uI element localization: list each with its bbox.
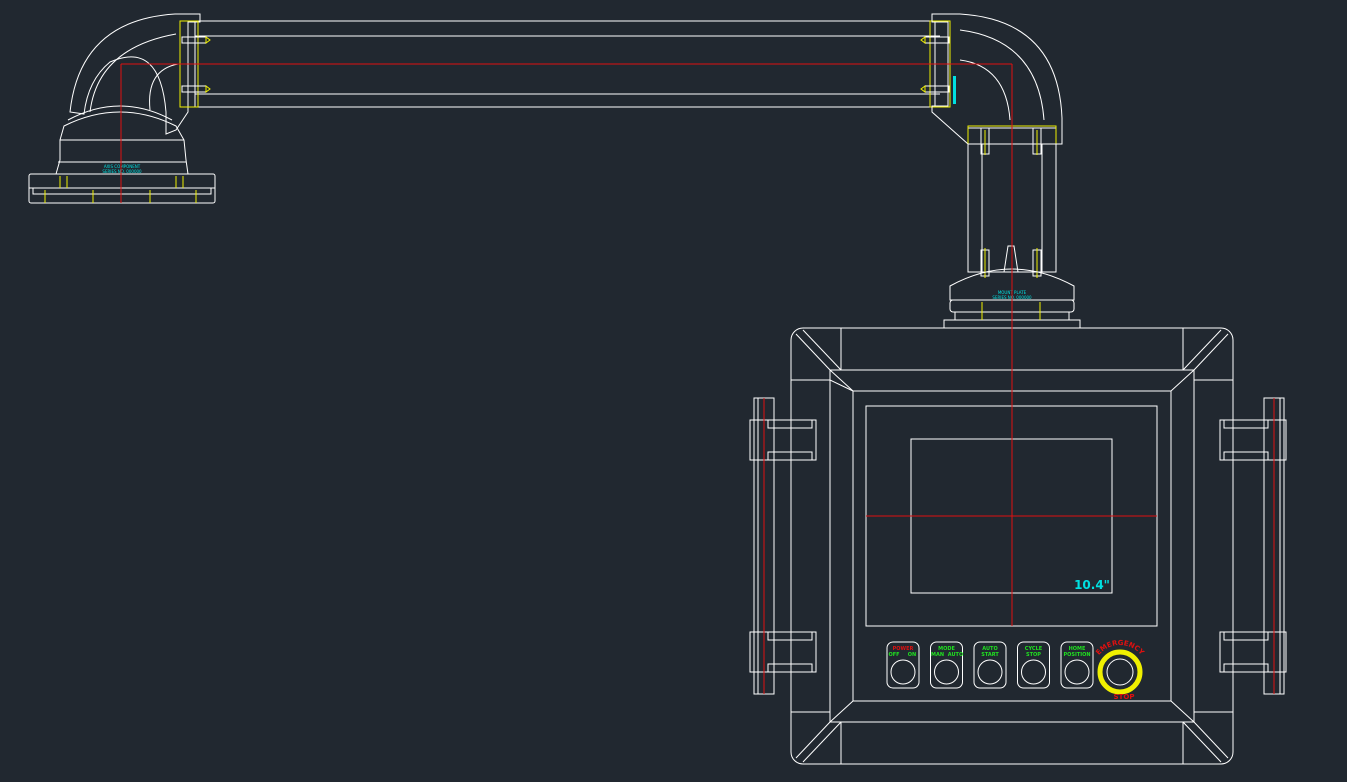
button-label: POWER [893,646,914,652]
base-dome [55,111,189,175]
button-sublabel-left: OFF [888,652,899,658]
estop-bottom-text: STOP [1114,693,1135,701]
button-knob[interactable] [1021,659,1046,685]
button-knob[interactable] [1064,659,1090,685]
left-elbow [69,13,201,135]
button-label: CYCLE [1025,646,1043,652]
button-label: MODE [938,646,955,652]
button-sublabel-left: MAN [931,652,944,658]
left-base-mount: AXIS COMPONENT SERIES NO. 000000 [28,105,216,204]
right-handle [1219,397,1287,695]
button-housing [1060,641,1094,689]
estop-button[interactable] [1106,658,1134,686]
centerlines [120,63,1275,694]
estop-ring [1097,649,1143,695]
left-handle [749,397,817,695]
button-sublabel: POSITION [1063,652,1090,658]
button-label: HOME [1069,646,1086,652]
screen-size-label: 10.4" [1074,578,1110,592]
right-elbow [931,13,1063,145]
button-sublabel: START [981,652,999,658]
base-label-line2: SERIES NO. 000000 [102,169,142,174]
button-sublabel-right: AUTO [948,652,963,658]
button-housing [930,641,963,689]
base-label-line1: AXIS COMPONENT [104,164,141,169]
button-sublabel-right: ON [908,652,916,658]
button-knob[interactable] [934,659,959,685]
cable-fitting [953,76,956,104]
button-housing [1017,641,1050,689]
button-knob[interactable] [890,659,916,685]
button-knob[interactable] [977,659,1003,685]
button-housing [973,641,1007,689]
button-housing [886,641,920,689]
button-sublabel: STOP [1026,652,1041,658]
emergency-stop[interactable]: EMERGENCY STOP [1094,639,1146,701]
button-label: AUTO [982,646,997,652]
